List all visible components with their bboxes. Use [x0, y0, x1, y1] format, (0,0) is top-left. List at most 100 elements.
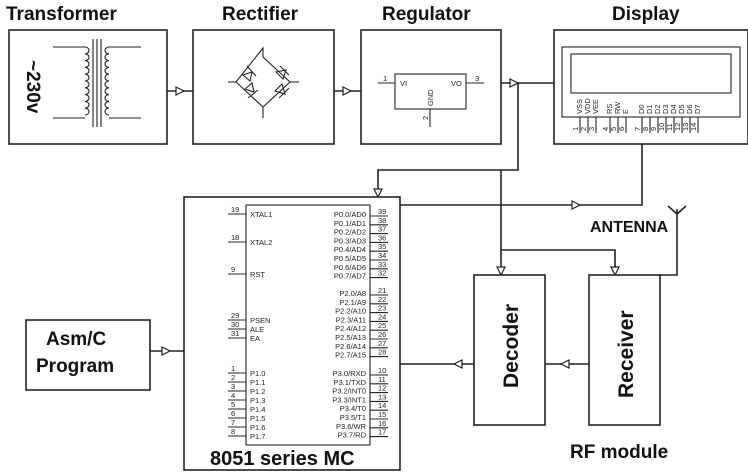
mcu-pin-label: P3.0/RXD [333, 369, 367, 378]
lcd-pin-label: RW [613, 101, 622, 114]
mcu-pin-number: 39 [378, 207, 386, 216]
mcu-pin-label: P3.4/T0 [340, 404, 366, 413]
lcd-pin-label: D2 [653, 104, 662, 114]
lcd-pin-number: 12 [673, 123, 682, 131]
mcu-pin-number: 7 [231, 418, 235, 427]
lcd-pin-number: 11 [665, 123, 674, 131]
rectifier-block [192, 29, 335, 145]
mcu-pin-label: P2.3/A11 [336, 315, 366, 324]
mcu-pin-label: P2.0/A8 [339, 289, 366, 298]
mcu-pin-label: P1.2 [250, 387, 265, 396]
mcu-pin-label: XTAL1 [250, 210, 272, 219]
mcu-pin-number: 19 [231, 205, 239, 214]
decoder-box [473, 274, 546, 426]
lcd-pin-label: E [621, 109, 630, 114]
lcd-pin-label: D1 [645, 104, 654, 114]
lcd-pin-number: 7 [633, 127, 642, 131]
mcu-pin-label: P0.2/AD2 [334, 228, 366, 237]
mcu-pin-number: 8 [231, 427, 235, 436]
lcd-pin-label: D5 [677, 104, 686, 114]
regulator-block: 1 VI VO 3 GND 2 [360, 29, 502, 145]
mcu-pin-number: 15 [378, 410, 386, 419]
lcd-pin-label: D4 [669, 104, 678, 114]
mcu-pin-number: 5 [231, 400, 235, 409]
mcu-pin-label: P3.5/T1 [340, 413, 366, 422]
regulator-vi-label: VI [400, 79, 407, 88]
mcu-pin-number: 36 [378, 233, 386, 242]
lcd-pin-group: VSS1VDD2VEE3RS4RW5E6D07D18D29D310D411D51… [571, 98, 702, 133]
mcu-pin-label: RST [250, 270, 265, 279]
mcu-pin-label: XTAL2 [250, 238, 272, 247]
regulator-title: Regulator [382, 4, 471, 25]
mcu-right-pin-group: 39P0.0/AD038P0.1/AD137P0.2/AD236P0.3/AD3… [332, 207, 388, 440]
lcd-outline [561, 46, 741, 118]
mcu-pin-number: 2 [231, 373, 235, 382]
receiver-box [588, 274, 661, 426]
mcu-left-pin-group: 19XTAL118XTAL29RST29PSEN30ALE31EA1P1.02P… [228, 205, 272, 441]
display-block: VSS1VDD2VEE3RS4RW5E6D07D18D29D310D411D51… [553, 29, 748, 145]
mcu-pin-number: 31 [231, 329, 239, 338]
arrow-icon [509, 78, 520, 88]
arrow-icon [161, 346, 172, 356]
mcu-pin-number: 3 [231, 382, 235, 391]
mcu-pin-label: P3.3/INT1 [332, 395, 366, 404]
lcd-pin-number: 1 [571, 127, 580, 131]
lcd-pin-label: VDD [583, 98, 592, 114]
mcu-pin-label: EA [250, 334, 260, 343]
mcu-pin-label: P1.0 [250, 369, 265, 378]
mcu-pin-label: P1.7 [250, 432, 265, 441]
mcu-pin-number: 27 [378, 339, 386, 348]
rectifier-title: Rectifier [222, 4, 299, 25]
arrow-icon [610, 266, 620, 277]
mcu-pin-number: 4 [231, 391, 235, 400]
lcd-pin-label: VEE [591, 99, 600, 114]
arrow-icon [571, 200, 582, 210]
display-title: Display [612, 4, 680, 25]
transformer-title: Transformer [6, 4, 117, 25]
rf-module-label: RF module [570, 442, 668, 463]
mcu-pin-label: P2.6/A14 [335, 342, 366, 351]
mcu-pin-number: 29 [231, 311, 239, 320]
mcu-pin-label: ALE [250, 325, 264, 334]
regulator-pin3-number: 3 [475, 74, 479, 83]
diode-bridge-icon [228, 46, 299, 118]
mcu-pin-label: P0.4/AD4 [334, 245, 366, 254]
mcu-pin-number: 33 [378, 260, 386, 269]
mcu-pin-number: 22 [378, 295, 386, 304]
transformer-block: ~230v [8, 29, 168, 145]
lcd-pin-label: D0 [637, 104, 646, 114]
mcu-pin-number: 21 [378, 286, 386, 295]
antenna-icon [667, 205, 687, 216]
mcu-pin-label: P3.6/WR [336, 422, 367, 431]
lcd-pin-label: RS [605, 104, 614, 114]
antenna-label: ANTENNA [590, 219, 669, 236]
mcu-pin-number: 23 [378, 304, 386, 313]
lcd-pin-label: D3 [661, 104, 670, 114]
mcu-pin-label: P2.4/A12 [335, 324, 366, 333]
mcu-pin-label: P0.6/AD6 [334, 263, 366, 272]
mcu-block: 19XTAL118XTAL29RST29PSEN30ALE31EA1P1.02P… [183, 196, 401, 471]
mcu-pin-number: 37 [378, 225, 386, 234]
mcu-pin-label: P0.5/AD5 [334, 254, 366, 263]
mcu-pin-number: 34 [378, 251, 386, 260]
arrow-icon [342, 86, 353, 96]
lcd-pin-number: 14 [689, 123, 698, 131]
regulator-pin2-number: 2 [421, 116, 430, 120]
mcu-pin-number: 1 [231, 364, 235, 373]
mcu-pin-number: 25 [378, 321, 386, 330]
program-block: Asm/C Program [25, 319, 151, 391]
display-box [553, 29, 748, 145]
lcd-pin-number: 2 [579, 127, 588, 131]
mcu-pin-number: 18 [231, 233, 239, 242]
mcu-pin-label: P0.7/AD7 [334, 272, 366, 281]
decoder-block: Decoder [473, 274, 546, 426]
lcd-pin-label: D6 [685, 104, 694, 114]
mcu-outer-box [183, 196, 401, 471]
regulator-pin1-number: 1 [383, 74, 387, 83]
receiver-title: Receiver [615, 310, 638, 398]
mcu-title: 8051 series MC [210, 448, 355, 470]
lcd-pin-number: 8 [641, 127, 650, 131]
lcd-pin-number: 13 [681, 123, 690, 131]
mcu-pin-label: P2.2/A10 [335, 307, 366, 316]
